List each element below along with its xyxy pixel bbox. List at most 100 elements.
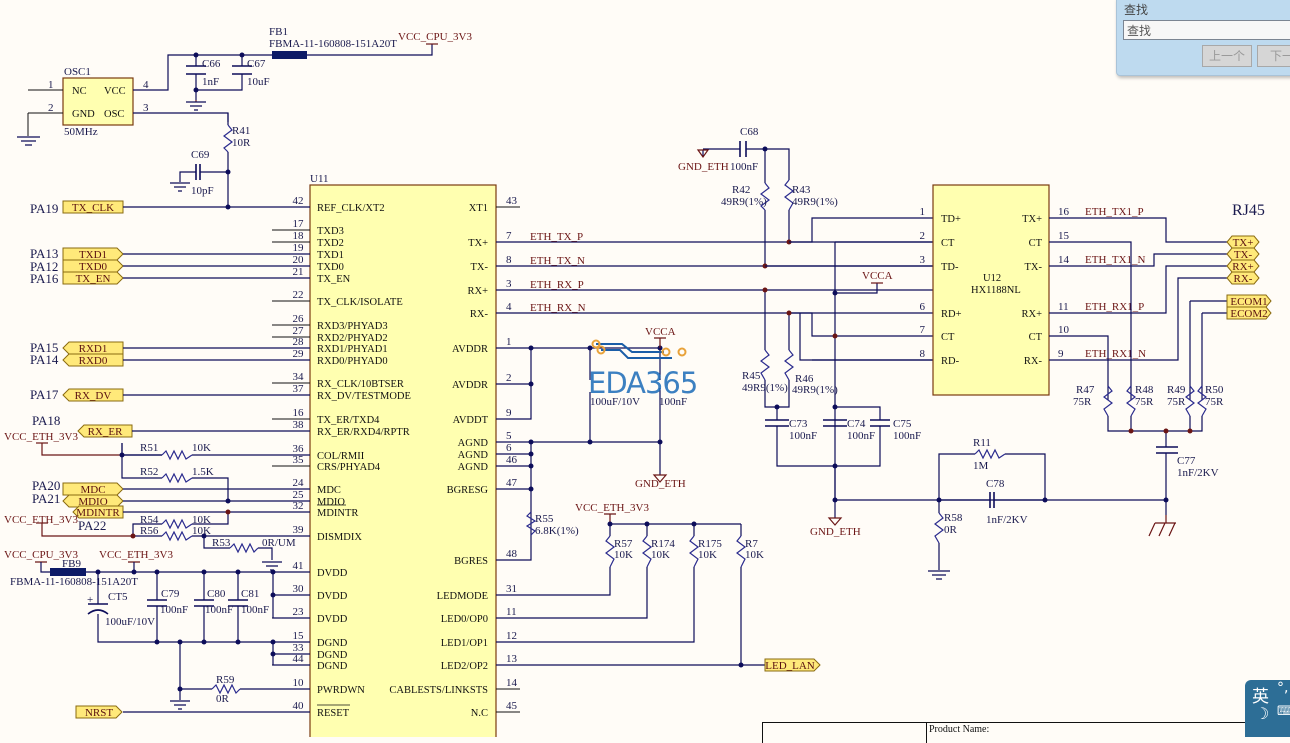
u11-pin-name: RXD0/PHYAD0: [317, 356, 388, 367]
osc1-body[interactable]: [62, 77, 134, 126]
u12-ref: U12: [983, 273, 1001, 284]
fb9-ferrite[interactable]: [50, 568, 86, 576]
mcu-port-txd0[interactable]: [62, 259, 124, 273]
mcu-pin-label: PA12: [30, 259, 58, 274]
mcu-port-nrst[interactable]: [75, 705, 123, 719]
r53-value: 0R/UM: [262, 537, 296, 549]
u11-pin-number: 43: [506, 195, 518, 207]
led-lan-port[interactable]: [764, 658, 821, 672]
u11-pin-name: RXD1/PHYAD1: [317, 344, 388, 355]
u11-pin-number: 47: [506, 477, 518, 489]
rj45-port[interactable]: [1226, 294, 1272, 308]
r59-value: 0R: [216, 693, 230, 705]
mcu-port-net-label: MDIO: [78, 496, 107, 508]
u12-pin-name: TX+: [1022, 214, 1042, 225]
r59-ref: R59: [216, 674, 235, 686]
r47-ref: R47: [1076, 384, 1095, 396]
u11-pin-name: AGND: [458, 438, 489, 449]
u11-pin-number: 44: [293, 653, 305, 665]
u12-net-label: ETH_RX1_P: [1085, 301, 1144, 313]
mcu-port-txd1[interactable]: [62, 247, 124, 261]
eda365-watermark: EDA365: [588, 366, 698, 400]
mcu-port-tx-en[interactable]: [62, 271, 124, 285]
c73-value: 100nF: [789, 430, 817, 442]
u12-net-label: ETH_TX1_P: [1085, 206, 1144, 218]
u12-pin-name: RX+: [1021, 309, 1042, 320]
find-panel: 查找 上一个 下一个: [1116, 0, 1290, 76]
mcu-port-rx-dv[interactable]: [62, 388, 124, 402]
osc-pin-nc: NC: [72, 86, 87, 97]
c67-ref: C67: [247, 58, 266, 70]
u11-pin-number: 48: [506, 548, 518, 560]
title-block: Product Name:: [762, 722, 1290, 743]
u12-body[interactable]: [932, 184, 1050, 396]
osc1-ref: OSC1: [64, 66, 91, 78]
u11-pin-number: 36: [293, 443, 305, 455]
u11-pin-number: 35: [293, 454, 305, 466]
c73-ref: C73: [789, 418, 808, 430]
mcu-pin-label: PA16: [30, 271, 59, 286]
ime-keyboard-icon[interactable]: ⌨: [1277, 704, 1290, 719]
c68-ref: C68: [740, 126, 759, 138]
u12-pin-number: 15: [1058, 230, 1070, 242]
ime-toolbar[interactable]: 英 °, ☽ ⌨: [1245, 680, 1290, 737]
u11-pin-number: 20: [293, 254, 305, 266]
c78-value: 1nF/2KV: [986, 514, 1028, 526]
mcu-port-net-label: NRST: [85, 707, 113, 719]
u12-pin-name: RD-: [941, 356, 960, 367]
mcu-pin-label: PA20: [32, 478, 60, 493]
u11-pin-name: TX_EN: [317, 274, 351, 285]
u11-pin-name: CRS/PHYAD4: [317, 462, 381, 473]
rj45-port-label: ECOM1: [1230, 296, 1267, 308]
find-next-button[interactable]: 下一个: [1257, 45, 1290, 67]
u11-pin-number: 24: [293, 477, 305, 489]
u12-pin-number: 9: [1058, 348, 1064, 360]
osc-pin1-num: 1: [48, 79, 54, 91]
u11-pin-number: 42: [293, 195, 304, 207]
u11-body[interactable]: [309, 184, 497, 737]
u11-pin-number: 17: [293, 218, 305, 230]
mcu-pin-label: PA18: [32, 413, 60, 428]
u11-pin-number: 45: [506, 700, 518, 712]
vcc-eth-net-label-2: VCC_ETH_3V3: [4, 514, 78, 526]
ime-language-toggle[interactable]: 英: [1252, 687, 1269, 707]
rj45-port-label: TX+: [1233, 237, 1254, 249]
fb1-ferrite[interactable]: [272, 51, 307, 59]
u11-pin-name: DVDD: [317, 568, 348, 579]
u12-pin-name: CT: [941, 238, 955, 249]
r7-ref: R7: [745, 538, 758, 550]
c75-value: 100nF: [893, 430, 921, 442]
mcu-port-tx-clk[interactable]: [62, 200, 124, 214]
osc1-section: OSC1 NC VCC GND OSC 50MHz 1 2 4 3 C66 1n…: [17, 26, 472, 210]
r7-value: 10K: [745, 549, 764, 561]
u12-pin-name: CT: [1029, 332, 1043, 343]
mcu-port-net-label: TX_EN: [76, 273, 111, 285]
u12-pin-number: 10: [1058, 324, 1070, 336]
find-input[interactable]: [1123, 20, 1290, 40]
u11-pin-number: 5: [506, 430, 512, 442]
u11-pin-name: TXD1: [317, 250, 344, 261]
mcu-port-mdc[interactable]: [62, 482, 124, 496]
u11-pin-name: DGND: [317, 638, 348, 649]
u11-pin-name: DISMDIX: [317, 532, 362, 543]
mcu-port-mdintr[interactable]: [72, 505, 124, 519]
u12-pin-name: RX-: [1024, 356, 1043, 367]
u11-pin-name: AGND: [458, 462, 489, 473]
rj45-port[interactable]: [1226, 271, 1260, 285]
vcc-eth-net-label-1: VCC_ETH_3V3: [4, 431, 78, 443]
r56-value: 10K: [192, 525, 211, 537]
ime-moon-icon[interactable]: ☽: [1255, 704, 1270, 723]
find-prev-button[interactable]: 上一个: [1202, 45, 1252, 67]
mcu-pin-label: PA15: [30, 340, 58, 355]
u11-pin-name: LED0/OP0: [441, 614, 488, 625]
u11-pin-name: DVDD: [317, 614, 348, 625]
mcu-port-rx-er[interactable]: [77, 424, 133, 438]
u12-pin-name: TD+: [941, 214, 961, 225]
ime-punctuation-icon[interactable]: °,: [1277, 680, 1289, 696]
r43-ref: R43: [792, 184, 811, 196]
c77-value: 1nF/2KV: [1177, 467, 1219, 479]
mcu-pin-label: PA14: [30, 352, 59, 367]
mcu-port-rxd0[interactable]: [62, 353, 124, 367]
rj45-port[interactable]: [1226, 306, 1272, 320]
